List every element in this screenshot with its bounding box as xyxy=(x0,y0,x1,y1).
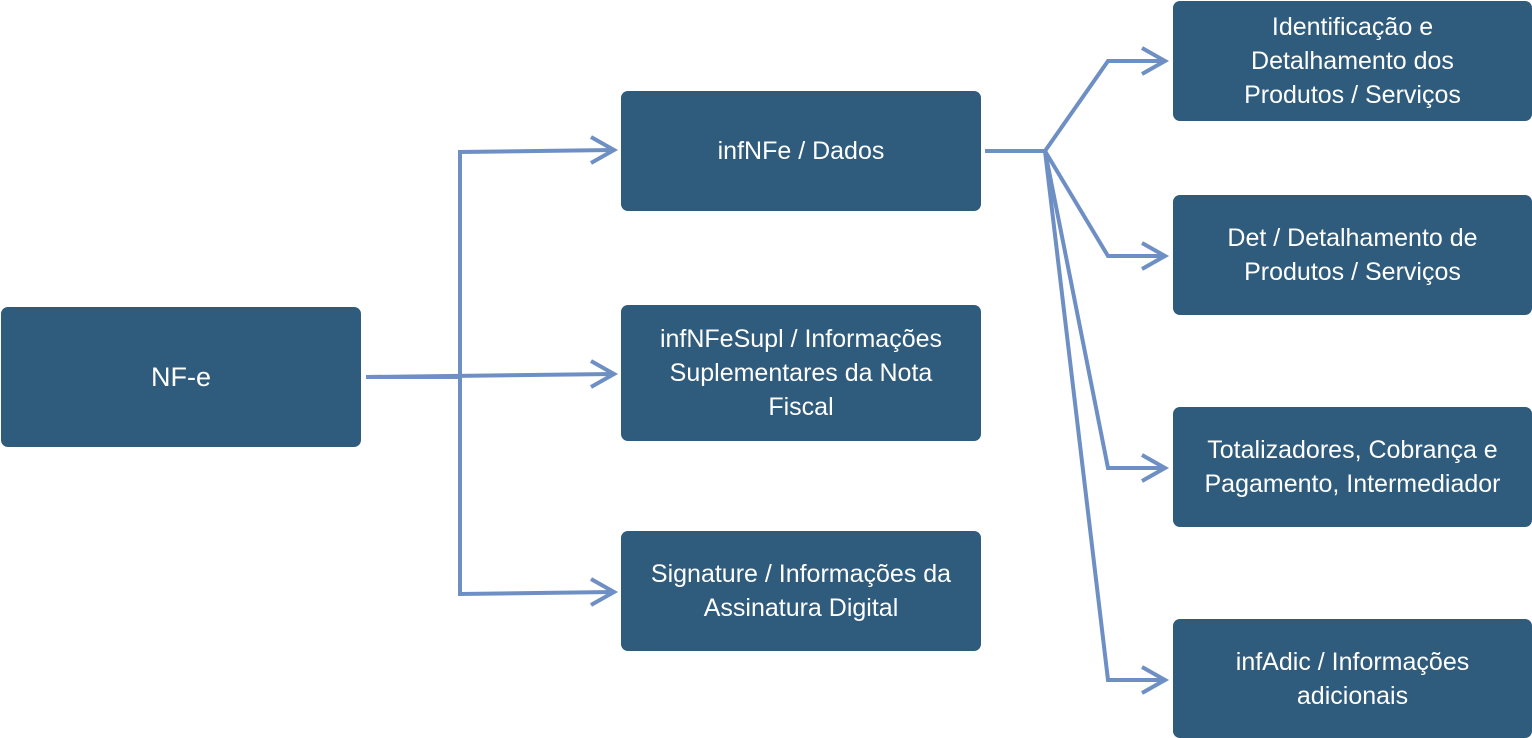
node-infnfesupl: infNFeSupl / Informações Suplementares d… xyxy=(621,305,981,441)
node-identificacao-produtos-line: Identificação e xyxy=(1271,13,1434,41)
connector-infnfe-to-infadic xyxy=(1043,150,1164,682)
node-totalizadores-line: Pagamento, Intermediador xyxy=(1204,470,1501,498)
node-nfe: NF-e xyxy=(1,307,361,447)
node-signature-line: Assinatura Digital xyxy=(703,594,899,622)
arrowhead-det xyxy=(1141,241,1170,271)
node-det-detalhamento-label: Det / Detalhamento de Produtos / Serviço… xyxy=(1227,221,1477,289)
node-nfe-label: NF-e xyxy=(151,360,211,394)
node-infnfesupl-line: Fiscal xyxy=(768,393,834,421)
arrowhead-identificacao xyxy=(1141,46,1170,76)
node-totalizadores-label: Totalizadores, Cobrança e Pagamento, Int… xyxy=(1204,433,1500,501)
node-infnfe-dados-line: infNFe / Dados xyxy=(717,137,885,165)
connector-infnfe-to-identificacao xyxy=(985,59,1164,153)
node-det-detalhamento: Det / Detalhamento de Produtos / Serviço… xyxy=(1173,195,1532,315)
node-totalizadores-line: Totalizadores, Cobrança e xyxy=(1207,436,1498,464)
connector-root-to-infnfesupl xyxy=(365,372,614,379)
node-nfe-line: NF-e xyxy=(151,362,211,392)
node-det-detalhamento-line: Produtos / Serviços xyxy=(1244,258,1461,286)
node-infadic-line: infAdic / Informações xyxy=(1235,647,1470,676)
node-infnfesupl-label: infNFeSupl / Informações Suplementares d… xyxy=(660,322,942,424)
connector-root-to-signature xyxy=(458,377,614,597)
node-totalizadores: Totalizadores, Cobrança e Pagamento, Int… xyxy=(1173,407,1532,527)
node-identificacao-produtos-line: Detalhamento dos xyxy=(1251,47,1454,75)
connector-root-to-infnfe xyxy=(366,148,614,379)
node-signature-label: Signature / Informações da Assinatura Di… xyxy=(651,557,951,625)
node-signature-line: Signature / Informações da xyxy=(650,560,952,588)
node-identificacao-produtos-line: Produtos / Serviços xyxy=(1244,81,1461,109)
arrowhead-infadic xyxy=(1141,665,1170,695)
arrowhead-infnfe xyxy=(590,135,619,165)
node-signature: Signature / Informações da Assinatura Di… xyxy=(621,531,981,651)
node-infadic: infAdic / Informações adicionais xyxy=(1173,619,1532,738)
node-infnfe-dados-label: infNFe / Dados xyxy=(718,134,885,168)
node-infadic-line: adicionais xyxy=(1296,681,1409,710)
connector-infnfe-to-det xyxy=(1043,149,1164,258)
node-infnfe-dados: infNFe / Dados xyxy=(621,91,981,211)
arrowhead-signature xyxy=(590,577,619,607)
node-identificacao-produtos: Identificação e Detalhamento dos Produto… xyxy=(1173,1,1532,121)
node-identificacao-produtos-label: Identificação e Detalhamento dos Produto… xyxy=(1244,10,1461,112)
node-infnfesupl-line: Suplementares da Nota xyxy=(669,359,933,387)
arrowhead-infnfesupl xyxy=(590,359,619,389)
node-det-detalhamento-line: Det / Detalhamento de xyxy=(1227,224,1478,252)
node-infnfesupl-line: infNFeSupl / Informações xyxy=(659,325,943,353)
arrowhead-totalizadores xyxy=(1141,453,1170,483)
connector-infnfe-to-totalizadores xyxy=(1043,150,1164,470)
node-infadic-label: infAdic / Informações adicionais xyxy=(1236,645,1469,713)
